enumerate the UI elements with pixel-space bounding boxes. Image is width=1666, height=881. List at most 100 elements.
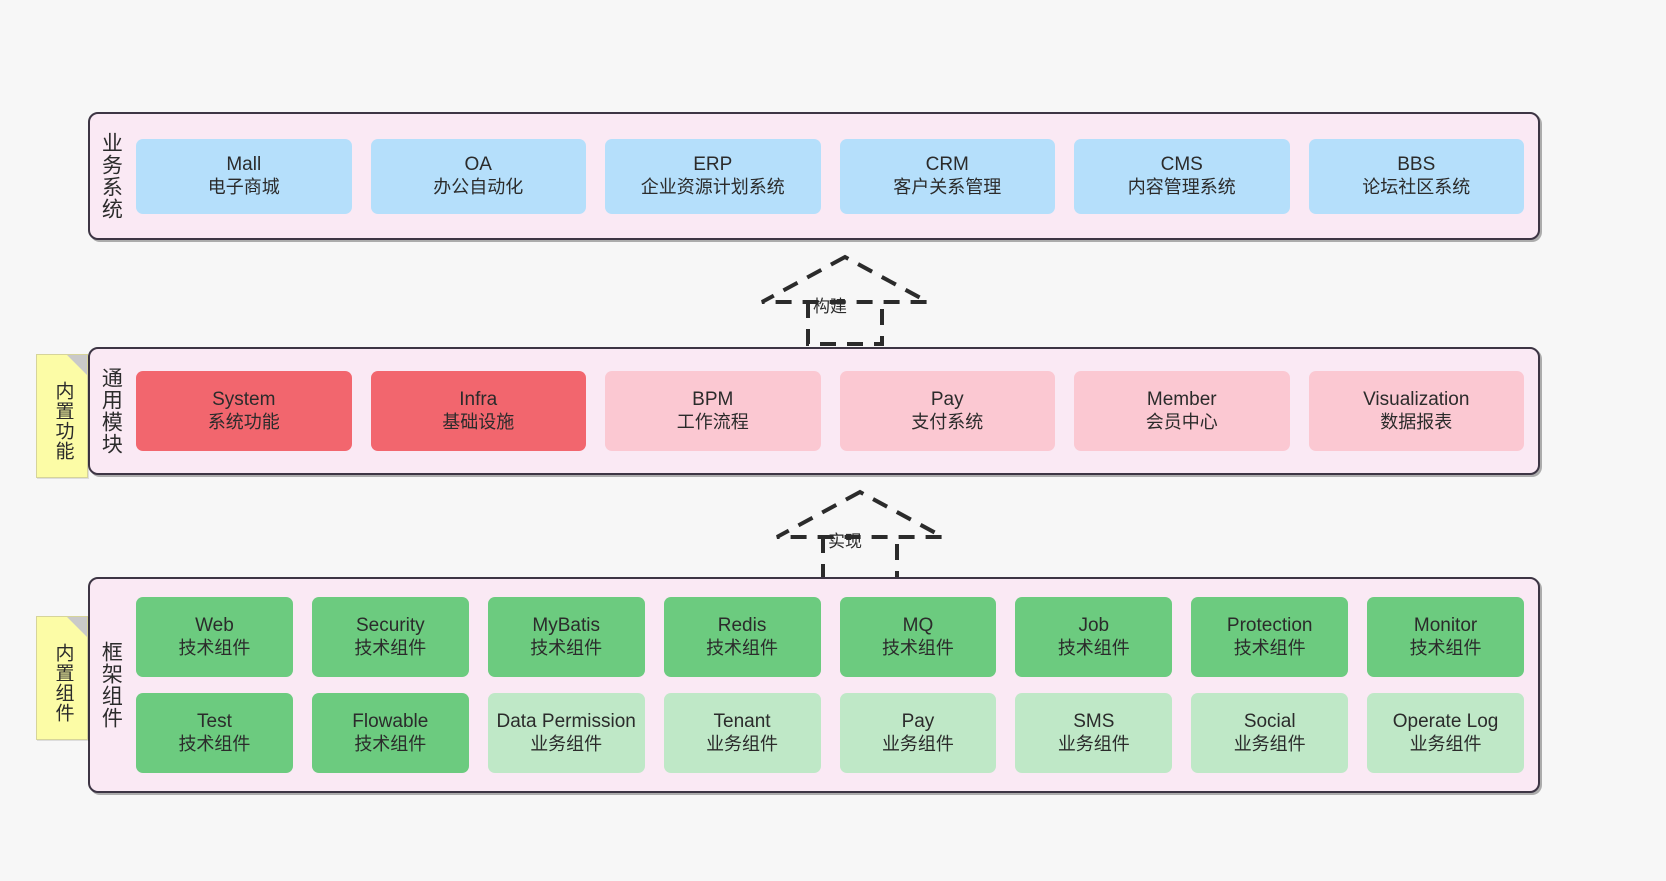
card-operate-log-en: Operate Log [1392,711,1499,733]
card-protection-en: Protection [1226,615,1313,637]
card-mybatis[interactable]: MyBatis 技术组件 [487,597,645,677]
card-redis[interactable]: Redis 技术组件 [663,597,821,677]
card-cms[interactable]: CMS 内容管理系统 [1074,138,1290,214]
card-member-en: Member [1146,389,1217,411]
common-modules-card-row: System 系统功能 Infra 基础设施 BPM 工作流程 Pay 支付系统… [136,371,1524,451]
card-mall-cn: 电子商城 [207,176,280,197]
card-tenant[interactable]: Tenant 业务组件 [663,693,821,773]
card-sms[interactable]: SMS 业务组件 [1015,693,1173,773]
business-systems-card-row: Mall 电子商城 OA 办公自动化 ERP 企业资源计划系统 CRM 客户关系… [136,138,1524,214]
card-bpm-cn: 工作流程 [676,411,749,432]
card-oa-en: OA [464,154,492,176]
card-infra-cn: 基础设施 [442,411,515,432]
card-mall[interactable]: Mall 电子商城 [136,138,352,214]
layer-business-systems-body: Mall 电子商城 OA 办公自动化 ERP 企业资源计划系统 CRM 客户关系… [130,114,1538,238]
card-crm-cn: 客户关系管理 [893,176,1002,197]
card-mybatis-cn: 技术组件 [530,637,603,658]
card-redis-cn: 技术组件 [706,637,779,658]
relation-implement: 实现 [765,487,955,582]
card-bpm[interactable]: BPM 工作流程 [605,371,821,451]
relation-build: 构建 [750,252,940,347]
relation-build-arrow-icon [761,254,929,346]
card-infra[interactable]: Infra 基础设施 [370,371,586,451]
relation-implement-arrow-icon [776,489,944,581]
card-web-en: Web [195,615,234,637]
card-security-en: Security [355,615,425,637]
card-flowable-cn: 技术组件 [354,733,427,754]
card-social-en: Social [1243,711,1296,733]
layer-framework-components-body: Web 技术组件 Security 技术组件 MyBatis 技术组件 Redi… [130,579,1538,791]
card-visualization-en: Visualization [1363,389,1470,411]
card-flowable-en: Flowable [352,711,429,733]
card-test[interactable]: Test 技术组件 [136,693,293,773]
card-flowable[interactable]: Flowable 技术组件 [311,693,469,773]
layer-common-modules: 通用模块 System 系统功能 Infra 基础设施 BPM 工作流程 Pay… [88,347,1540,475]
card-monitor-en: Monitor [1413,615,1478,637]
card-security-cn: 技术组件 [354,637,427,658]
card-erp[interactable]: ERP 企业资源计划系统 [605,138,821,214]
card-pay-component-en: Pay [901,711,935,733]
card-protection[interactable]: Protection 技术组件 [1191,597,1349,677]
card-system[interactable]: System 系统功能 [136,371,352,451]
note-builtin-components-text: 内置组件 [52,643,74,723]
card-mq[interactable]: MQ 技术组件 [839,597,997,677]
card-pay-component[interactable]: Pay 业务组件 [839,693,997,773]
card-pay-module-cn: 支付系统 [911,411,984,432]
card-visualization[interactable]: Visualization 数据报表 [1308,371,1524,451]
card-mybatis-en: MyBatis [532,615,600,637]
card-social-cn: 业务组件 [1233,733,1306,754]
card-member[interactable]: Member 会员中心 [1074,371,1290,451]
card-member-cn: 会员中心 [1145,411,1218,432]
card-erp-en: ERP [693,154,733,176]
card-operate-log[interactable]: Operate Log 业务组件 [1367,693,1524,773]
relation-implement-label: 实现 [828,532,862,551]
card-erp-cn: 企业资源计划系统 [640,176,785,197]
card-redis-en: Redis [717,615,767,637]
relation-build-label: 构建 [813,297,847,316]
card-system-en: System [212,389,276,411]
card-security[interactable]: Security 技术组件 [311,597,469,677]
card-pay-module[interactable]: Pay 支付系统 [839,371,1055,451]
layer-common-modules-body: System 系统功能 Infra 基础设施 BPM 工作流程 Pay 支付系统… [130,349,1538,473]
note-builtin-features: 内置功能 [36,354,88,478]
card-cms-en: CMS [1160,154,1203,176]
card-sms-cn: 业务组件 [1057,733,1130,754]
card-social[interactable]: Social 业务组件 [1191,693,1349,773]
card-web-cn: 技术组件 [178,637,251,658]
card-monitor-cn: 技术组件 [1409,637,1482,658]
card-oa[interactable]: OA 办公自动化 [370,138,586,214]
card-system-cn: 系统功能 [207,411,280,432]
card-mq-en: MQ [902,615,934,637]
note-builtin-components: 内置组件 [36,616,88,740]
card-web[interactable]: Web 技术组件 [136,597,293,677]
framework-tech-card-row: Web 技术组件 Security 技术组件 MyBatis 技术组件 Redi… [136,597,1524,677]
card-data-permission-cn: 业务组件 [530,733,603,754]
card-bbs[interactable]: BBS 论坛社区系统 [1308,138,1524,214]
card-bbs-cn: 论坛社区系统 [1362,176,1471,197]
card-infra-en: Infra [459,389,498,411]
card-pay-component-cn: 业务组件 [881,733,954,754]
card-mq-cn: 技术组件 [881,637,954,658]
card-data-permission[interactable]: Data Permission 业务组件 [487,693,645,773]
layer-business-systems-title: 业务系统 [99,132,123,220]
card-pay-module-en: Pay [930,389,964,411]
card-protection-cn: 技术组件 [1233,637,1306,658]
layer-common-modules-title: 通用模块 [99,367,123,455]
card-monitor[interactable]: Monitor 技术组件 [1367,597,1524,677]
card-bpm-en: BPM [692,389,734,411]
card-job[interactable]: Job 技术组件 [1015,597,1173,677]
card-oa-cn: 办公自动化 [433,176,524,197]
card-job-en: Job [1078,615,1110,637]
card-test-en: Test [197,711,232,733]
card-operate-log-cn: 业务组件 [1409,733,1482,754]
card-tenant-en: Tenant [713,711,771,733]
card-crm[interactable]: CRM 客户关系管理 [839,138,1055,214]
card-test-cn: 技术组件 [178,733,251,754]
card-mall-en: Mall [226,154,262,176]
layer-framework-components-title: 框架组件 [99,641,123,729]
layer-business-systems: 业务系统 Mall 电子商城 OA 办公自动化 ERP 企业资源计划系统 CRM… [88,112,1540,240]
layer-framework-components: 框架组件 Web 技术组件 Security 技术组件 MyBatis 技术组件… [88,577,1540,793]
framework-business-card-row: Test 技术组件 Flowable 技术组件 Data Permission … [136,693,1524,773]
card-cms-cn: 内容管理系统 [1127,176,1236,197]
